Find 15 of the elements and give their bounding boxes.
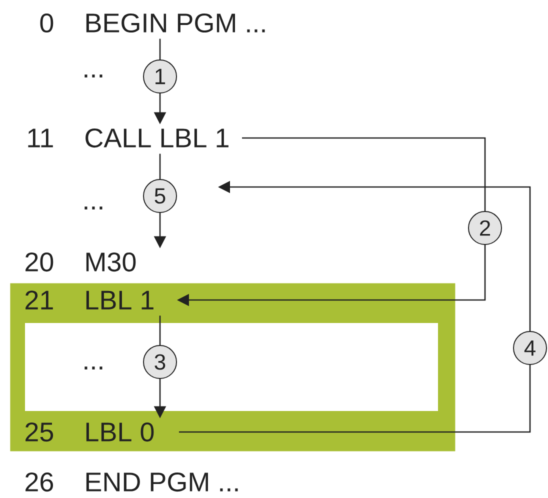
program-line: 20 M30 [26,252,136,272]
ellipsis-text: ... [84,74,102,78]
callout-number: 4 [513,331,547,365]
program-line: 11 CALL LBL 1 [28,128,228,148]
program-line: 21 LBL 1 [26,290,154,310]
program-line: 26 END PGM ... [26,472,238,492]
program-line: 0 BEGIN PGM ... [40,13,265,33]
highlight-frame [10,283,456,452]
program-line: 25 LBL 0 [26,422,154,442]
callout-number: 1 [143,60,177,94]
callout-number: 5 [143,179,177,213]
callout-number: 3 [143,345,177,379]
ellipsis-text: ... [84,206,102,210]
callout-number: 2 [468,211,502,245]
ellipsis-text: ... [84,366,102,370]
